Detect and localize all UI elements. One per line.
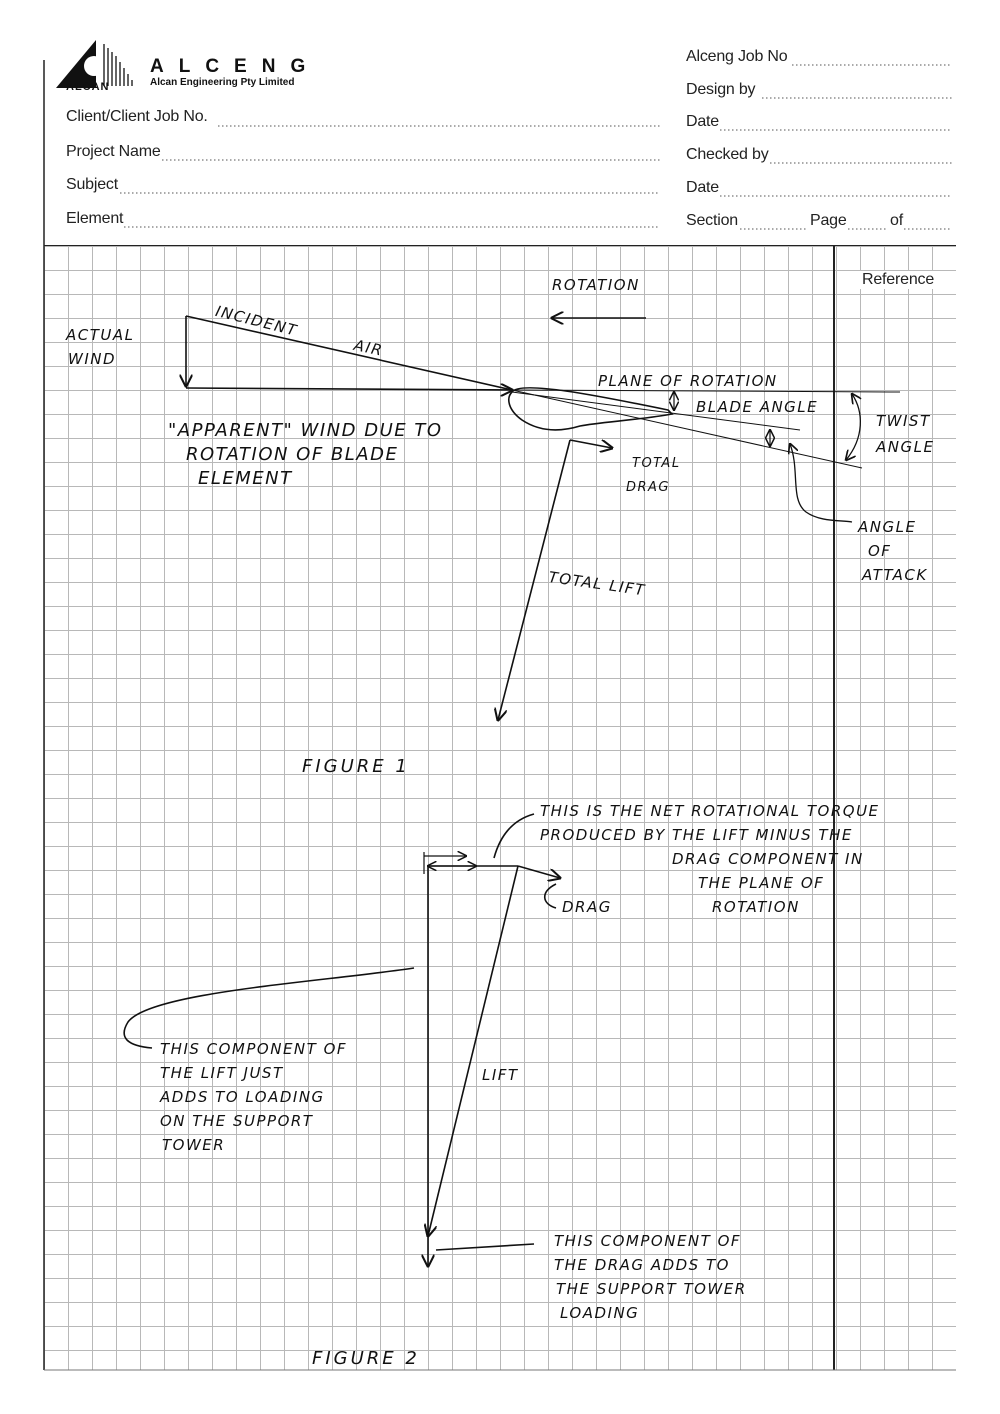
field-design-by: Design by [686, 81, 756, 98]
torque-label-5: ROTATION [712, 898, 800, 916]
total-drag-label-1: TOTAL [632, 456, 681, 471]
alcan-logo-icon [56, 40, 133, 88]
figure-1-caption: FIGURE 1 [302, 756, 410, 777]
torque-label-1: THIS IS THE NET ROTATIONAL TORQUE [540, 802, 880, 820]
graph-paper-grid [44, 246, 956, 1370]
torque-label-4: THE PLANE OF [698, 874, 825, 892]
drag-label: DRAG [562, 898, 612, 916]
twist-angle-label-2: ANGLE [876, 438, 935, 456]
field-date-2: Date [686, 179, 719, 196]
angle-of-attack-label-2: OF [868, 542, 892, 560]
blade-angle-label: BLADE ANGLE [696, 398, 819, 416]
header-dotted-lines [43, 60, 956, 246]
angle-of-attack-label-3: ATTACK [862, 566, 928, 584]
field-of: of [890, 212, 903, 229]
field-checked-by: Checked by [686, 146, 769, 163]
field-page: Page [810, 212, 847, 229]
field-client-job-no: Client/Client Job No. [66, 108, 208, 125]
field-element: Element [66, 210, 124, 227]
logo-brand: ALCENG [150, 56, 321, 77]
drag-component-label-1: THIS COMPONENT OF [554, 1232, 742, 1250]
field-project-name: Project Name [66, 143, 161, 160]
twist-angle-label-1: TWIST [876, 412, 931, 430]
field-subject: Subject [66, 176, 118, 193]
actual-wind-label-2: WIND [68, 350, 117, 368]
apparent-wind-label-3: ELEMENT [198, 468, 293, 489]
lift-component-label-1: THIS COMPONENT OF [160, 1040, 348, 1058]
field-section: Section [686, 212, 738, 229]
figure-2-caption: FIGURE 2 [312, 1348, 420, 1369]
drag-component-label-2: THE DRAG ADDS TO [554, 1256, 730, 1274]
field-date-1: Date [686, 113, 719, 130]
apparent-wind-label-1: "APPARENT" WIND DUE TO [168, 420, 443, 441]
actual-wind-label-1: ACTUAL [66, 326, 135, 344]
angle-of-attack-label-1: ANGLE [858, 518, 917, 536]
logo-mark: ALCAN [66, 81, 110, 93]
torque-label-3: DRAG COMPONENT IN [672, 850, 864, 868]
logo-tagline: Alcan Engineering Pty Limited [150, 77, 295, 88]
lift-component-label-2: THE LIFT JUST [160, 1064, 284, 1082]
lift-label: LIFT [482, 1066, 519, 1084]
lift-component-label-4: ON THE SUPPORT [160, 1112, 314, 1130]
lift-component-label-5: TOWER [162, 1136, 226, 1154]
drag-component-label-4: LOADING [560, 1304, 640, 1322]
rotation-label: ROTATION [552, 276, 640, 294]
torque-label-2: PRODUCED BY THE LIFT MINUS THE [540, 826, 853, 844]
apparent-wind-label-2: ROTATION OF BLADE [186, 444, 399, 465]
plane-of-rotation-label: PLANE OF ROTATION [598, 372, 778, 390]
total-drag-label-2: DRAG [626, 480, 671, 495]
lift-component-label-3: ADDS TO LOADING [160, 1088, 325, 1106]
drag-component-label-3: THE SUPPORT TOWER [556, 1280, 747, 1298]
reference-label: Reference [860, 271, 937, 289]
field-alceng-job-no: Alceng Job No [686, 48, 788, 65]
